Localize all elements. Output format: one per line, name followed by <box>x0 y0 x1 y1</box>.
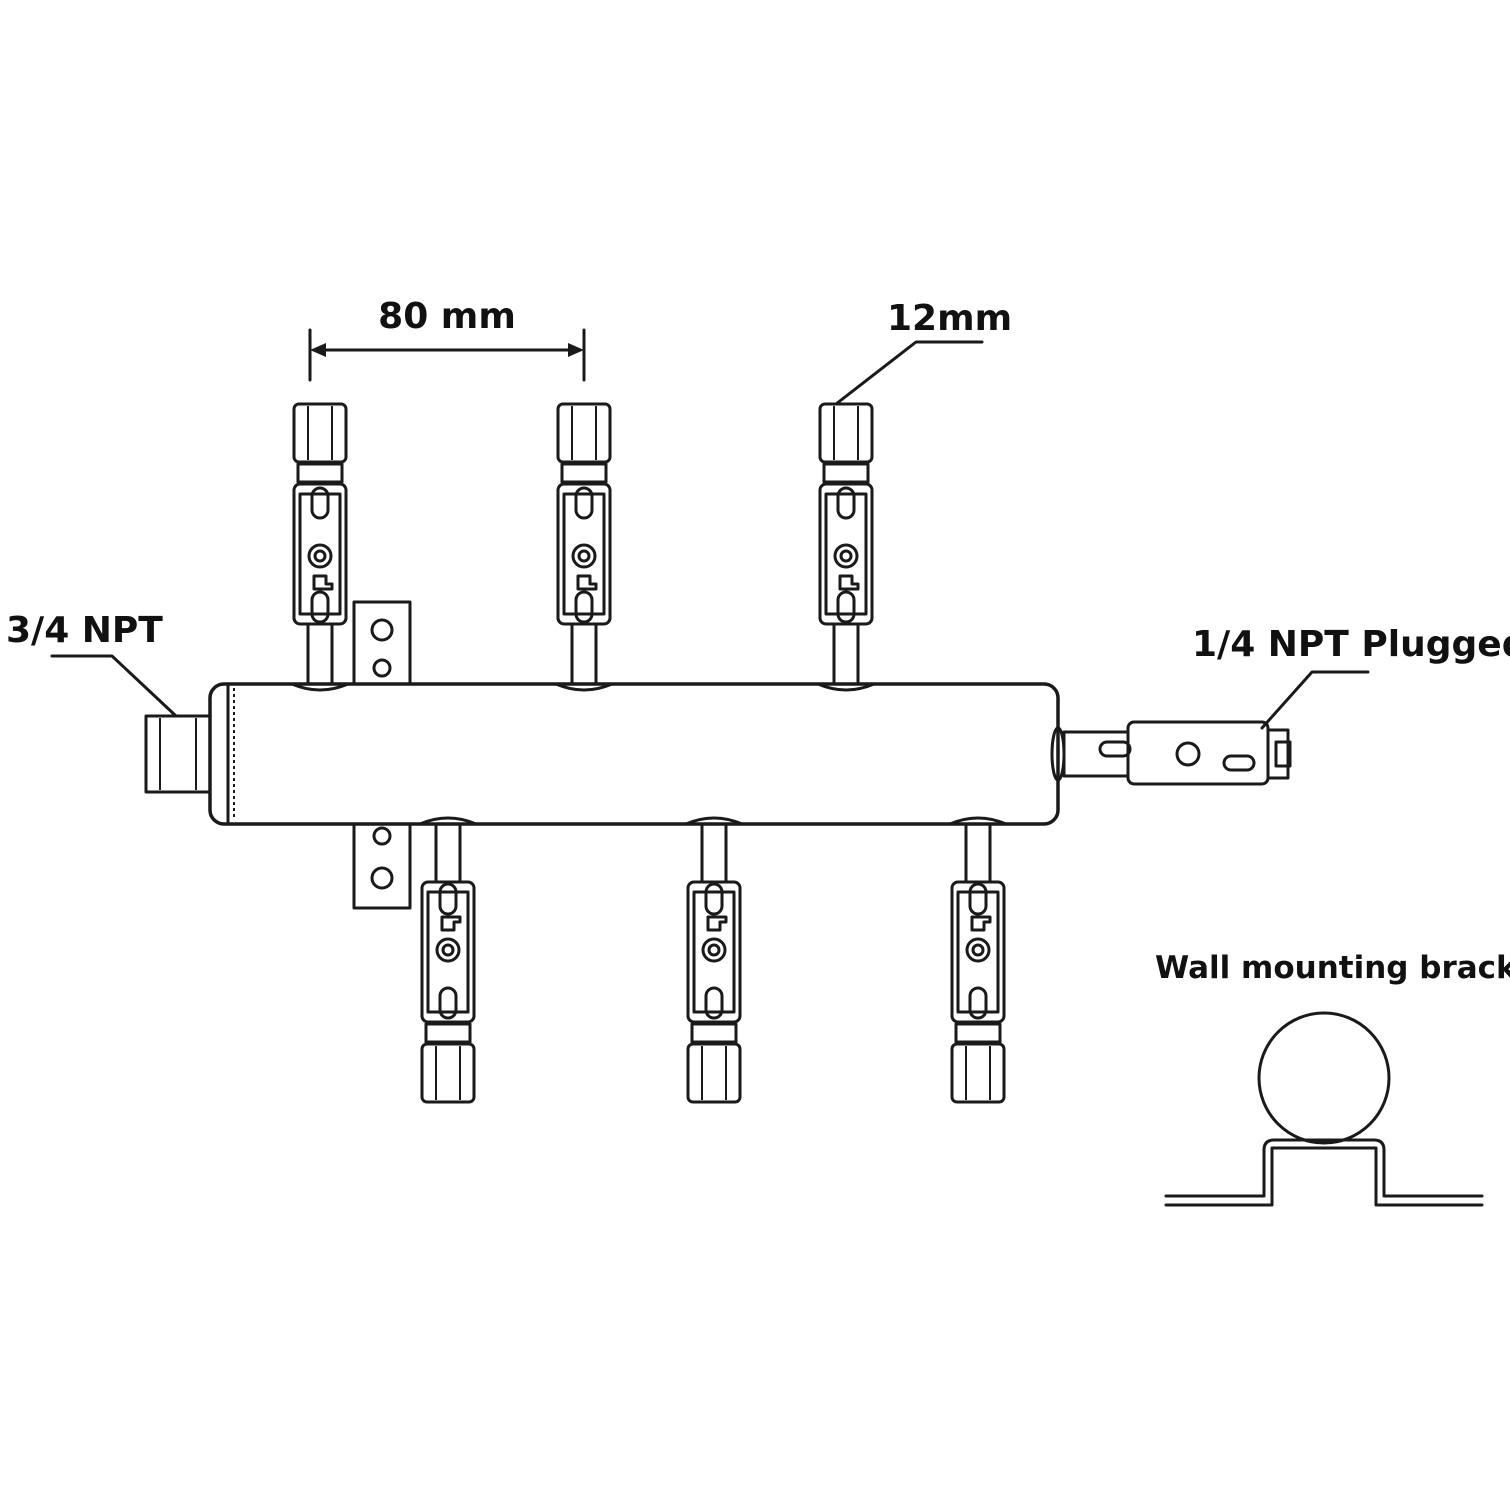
tube-size-label: 12mm <box>887 298 1012 339</box>
valve-bottom-1 <box>420 820 476 1104</box>
tube-size-callout: 12mm <box>834 298 1012 406</box>
spacing-label: 80 mm <box>378 296 516 337</box>
wall-bracket-detail: Wall mounting bracket <box>1155 950 1510 1207</box>
outlet-plugged-valve <box>1062 720 1292 786</box>
inlet-label: 3/4 NPT <box>6 610 163 651</box>
outlet-label: 1/4 NPT Plugged <box>1192 624 1510 665</box>
bracket-label: Wall mounting bracket <box>1155 950 1510 986</box>
inlet-fitting <box>144 714 212 794</box>
dimension-spacing: 80 mm <box>308 296 586 382</box>
valve-top-2 <box>556 402 612 686</box>
inlet-callout: 3/4 NPT <box>6 610 178 718</box>
valve-top-1 <box>292 402 348 686</box>
outlet-callout: 1/4 NPT Plugged <box>1192 624 1510 730</box>
manifold-body <box>208 682 1066 826</box>
valve-bottom-2 <box>686 820 742 1104</box>
bracket-plate-bottom <box>352 820 412 910</box>
valve-bottom-3 <box>950 820 1006 1104</box>
bracket-plate-top <box>352 600 412 686</box>
valve-top-3 <box>818 402 874 686</box>
